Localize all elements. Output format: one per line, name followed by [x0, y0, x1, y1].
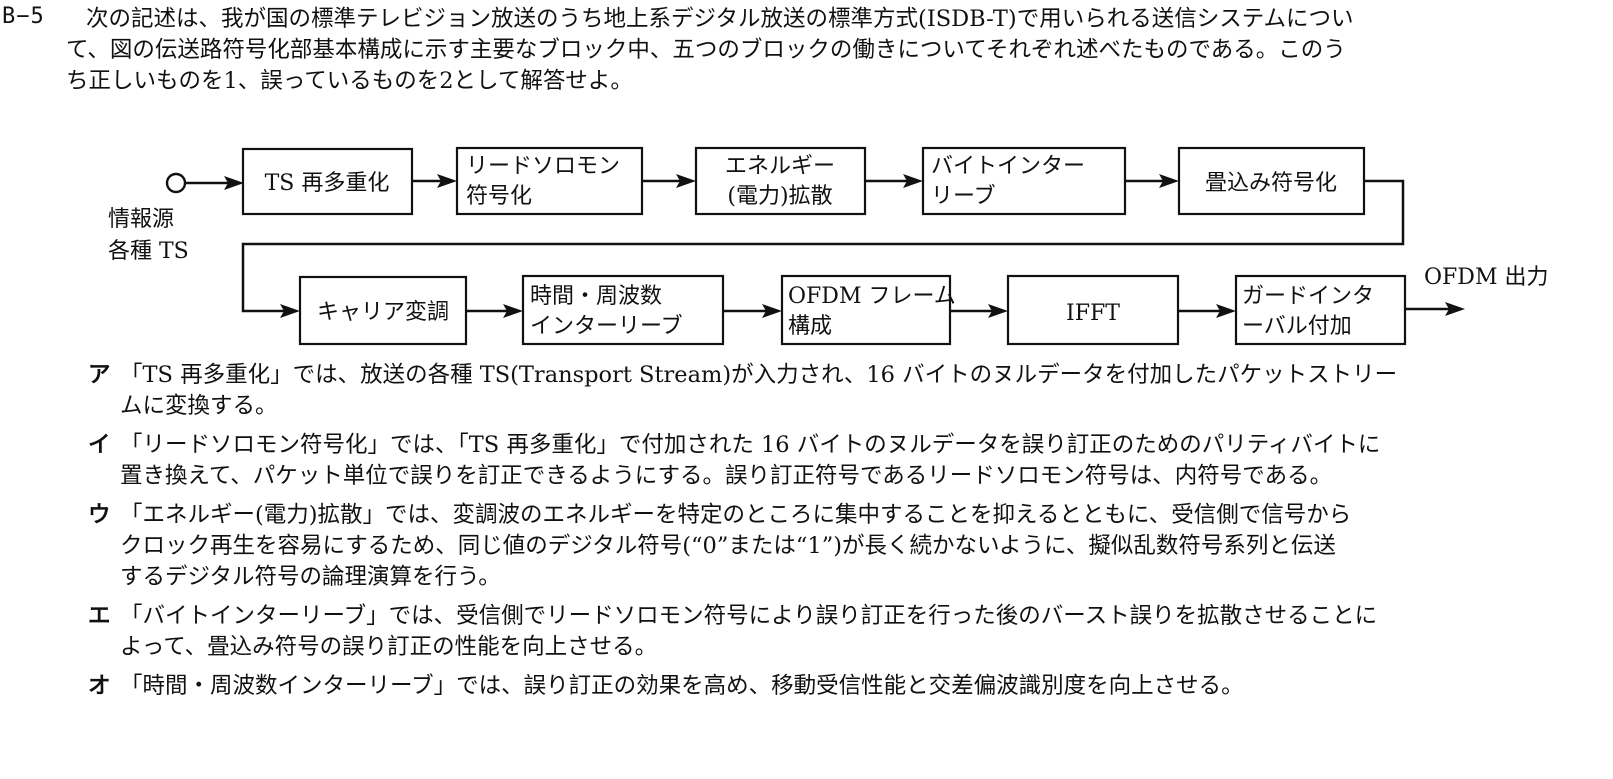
arrow-icon	[903, 174, 923, 188]
statement-c: ウ 「エネルギー(電力)拡散」では、変調波のエネルギーを特定のところに集中するこ…	[88, 500, 1608, 593]
statement-line: するデジタル符号の論理演算を行う。	[120, 564, 501, 590]
block-reed-solomon	[455, 146, 644, 216]
statement-text: 「時間・周波数インターリーブ」では、誤り訂正の効果を高め、移動受信性能と交差偏波…	[88, 671, 1608, 702]
statement-line: 「バイトインターリーブ」では、受信側でリードソロモン符号により誤り訂正を行った後…	[120, 603, 1378, 629]
arrow-icon	[1216, 304, 1236, 318]
statement-text: 「TS 再多重化」では、放送の各種 TS(Transport Stream)が入…	[88, 360, 1608, 422]
arrow-icon	[762, 304, 782, 318]
statement-text: 「バイトインターリーブ」では、受信側でリードソロモン符号により誤り訂正を行った後…	[88, 601, 1608, 663]
statement-e: オ 「時間・周波数インターリーブ」では、誤り訂正の効果を高め、移動受信性能と交差…	[88, 671, 1608, 702]
question-intro: 次の記述は、我が国の標準テレビジョン放送のうち地上系デジタル放送の標準方式(IS…	[66, 4, 1606, 97]
statement-line: 置き換えて、パケット単位で誤りを訂正できるようにする。誤り訂正符号であるリードソ…	[120, 463, 1333, 489]
arrow-icon	[503, 304, 523, 318]
block-convolutional-coding	[1177, 146, 1366, 216]
intro-line: ち正しいものを1、誤っているものを2として解答せよ。	[66, 68, 633, 94]
block-label: TS 再多重化	[265, 171, 390, 196]
statement-d: エ 「バイトインターリーブ」では、受信側でリードソロモン符号により誤り訂正を行っ…	[88, 601, 1608, 663]
block-label: ーバル付加	[1242, 314, 1352, 339]
statement-line: よって、畳込み符号の誤り訂正の性能を向上させる。	[120, 634, 658, 660]
block-ofdm-frame	[780, 274, 952, 346]
block-label: 時間・周波数	[530, 284, 662, 309]
statement-text: 「エネルギー(電力)拡散」では、変調波のエネルギーを特定のところに集中することを…	[88, 500, 1608, 593]
block-label: 構成	[788, 314, 832, 339]
arrow-icon	[437, 174, 457, 188]
intro-line: て、図の伝送路符号化部基本構成に示す主要なブロック中、五つのブロックの働きについ…	[66, 37, 1346, 63]
statement-b: イ 「リードソロモン符号化」では、「TS 再多重化」で付加された 16 バイトの…	[88, 430, 1608, 492]
statement-line: 「リードソロモン符号化」では、「TS 再多重化」で付加された 16 バイトのヌル…	[120, 432, 1381, 458]
block-label: リードソロモン	[466, 154, 620, 179]
block-time-frequency-interleave	[521, 274, 725, 346]
statement-line: 「TS 再多重化」では、放送の各種 TS(Transport Stream)が入…	[120, 362, 1398, 388]
block-label: キャリア変調	[317, 300, 449, 325]
statement-list: ア 「TS 再多重化」では、放送の各種 TS(Transport Stream)…	[88, 360, 1608, 710]
block-label: リーブ	[931, 184, 996, 209]
source-label: 各種 TS	[108, 239, 189, 264]
output-label: OFDM 出力	[1424, 265, 1548, 290]
arrow-icon	[676, 174, 696, 188]
statement-line: クロック再生を容易にするため、同じ値のデジタル符号(“0”または“1”)が長く続…	[120, 533, 1336, 559]
source-label: 情報源	[108, 207, 174, 232]
statement-mark: イ	[88, 432, 111, 458]
block-label: エネルギー	[725, 154, 835, 179]
statement-a: ア 「TS 再多重化」では、放送の各種 TS(Transport Stream)…	[88, 360, 1608, 422]
block-label: 畳込み符号化	[1205, 171, 1337, 196]
statement-mark: エ	[88, 603, 111, 629]
block-label: バイトインター	[931, 154, 1085, 179]
arrow-icon	[1445, 302, 1465, 316]
arrow-icon	[280, 304, 300, 318]
block-label: (電力)拡散	[727, 184, 832, 209]
source-terminal-icon	[165, 172, 187, 194]
arrow-icon	[1159, 174, 1179, 188]
question-number: B−5	[2, 4, 45, 29]
intro-line: 次の記述は、我が国の標準テレビジョン放送のうち地上系デジタル放送の標準方式(IS…	[86, 6, 1354, 32]
statement-line: 「エネルギー(電力)拡散」では、変調波のエネルギーを特定のところに集中することを…	[120, 502, 1352, 528]
block-label: インターリーブ	[530, 314, 683, 339]
statement-mark: ウ	[88, 502, 111, 528]
block-carrier-modulation	[298, 275, 468, 346]
block-label: IFFT	[1066, 301, 1120, 326]
statement-mark: オ	[88, 673, 111, 699]
transmission-block-diagram: 情報源 各種 TS TS 再多重化 リードソロモン 符号化 エネルギー (電力)…	[108, 146, 1548, 346]
statement-line: ムに変換する。	[120, 393, 278, 419]
statement-mark: ア	[88, 362, 111, 388]
block-label: OFDM フレーム	[788, 284, 956, 309]
statement-line: 「時間・周波数インターリーブ」では、誤り訂正の効果を高め、移動受信性能と交差偏波…	[120, 673, 1244, 699]
statement-text: 「リードソロモン符号化」では、「TS 再多重化」で付加された 16 バイトのヌル…	[88, 430, 1608, 492]
return-path	[241, 179, 1405, 313]
arrow-icon	[224, 176, 244, 190]
block-label: 符号化	[466, 184, 532, 209]
arrow-icon	[988, 304, 1008, 318]
block-label: ガードインタ	[1242, 284, 1374, 309]
